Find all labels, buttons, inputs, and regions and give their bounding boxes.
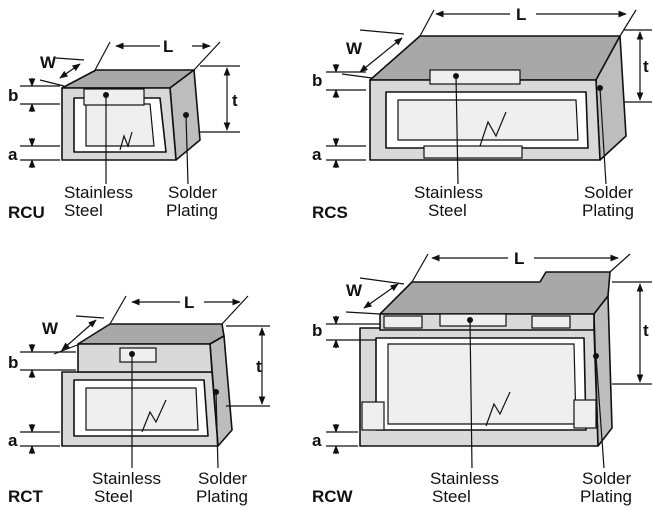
rct-solder-label: Solder	[198, 469, 247, 488]
rct-dim-L: L	[184, 293, 194, 312]
rcu-plating-label: Plating	[166, 201, 218, 220]
rcw-dim-L: L	[514, 249, 524, 268]
rct-dim-a: a	[8, 431, 18, 450]
rcs-part-name: RCS	[312, 203, 348, 222]
rct-part-name: RCT	[8, 487, 44, 506]
rcw-stainless-label: Stainless	[430, 469, 499, 488]
rcu-dim-W: W	[40, 53, 57, 72]
rcu-dim-b: b	[8, 86, 18, 105]
rcs-dim-a: a	[312, 145, 322, 164]
rcw-steel-label: Steel	[432, 487, 471, 506]
rcs-steel-label: Steel	[428, 201, 467, 220]
rcw-dim-b: b	[312, 321, 322, 340]
rcs-stainless-label: Stainless	[414, 183, 483, 202]
rcs-dim-W: W	[346, 39, 363, 58]
rct-stainless-label: Stainless	[92, 469, 161, 488]
rcs-dim-b: b	[312, 71, 322, 90]
rcw-dim-W: W	[346, 281, 363, 300]
rcu-solder-label: Solder	[168, 183, 217, 202]
rcu-component	[61, 69, 201, 185]
rcw-part-name: RCW	[312, 487, 354, 506]
rcu-dim-a: a	[8, 145, 18, 164]
rct-component	[61, 323, 233, 469]
rct-steel-label: Steel	[94, 487, 133, 506]
rcs-dim-L: L	[516, 5, 526, 24]
rct-dim-b: b	[8, 353, 18, 372]
rcs-plating-label: Plating	[582, 201, 634, 220]
rct-dim-W: W	[42, 319, 59, 338]
rcu-part-name: RCU	[8, 203, 45, 222]
rcu-dimensions	[20, 41, 240, 168]
rcu-dim-L: L	[163, 37, 173, 56]
rcw-solder-label: Solder	[582, 469, 631, 488]
rcu-steel-label: Steel	[64, 201, 103, 220]
rcw-component	[359, 271, 613, 469]
rct-dim-t: t	[256, 357, 262, 376]
rcs-solder-label: Solder	[584, 183, 633, 202]
rcu-stainless-label: Stainless	[64, 183, 133, 202]
rcs-component	[369, 35, 627, 185]
rcu-dim-t: t	[232, 91, 238, 110]
rcw-dim-t: t	[643, 321, 649, 340]
rct-dimensions	[20, 295, 270, 454]
rcs-dim-t: t	[643, 57, 649, 76]
rcw-dimensions	[326, 253, 652, 454]
rct-plating-label: Plating	[196, 487, 248, 506]
rcw-dim-a: a	[312, 431, 322, 450]
rcs-dimensions	[326, 9, 652, 168]
rcw-plating-label: Plating	[580, 487, 632, 506]
